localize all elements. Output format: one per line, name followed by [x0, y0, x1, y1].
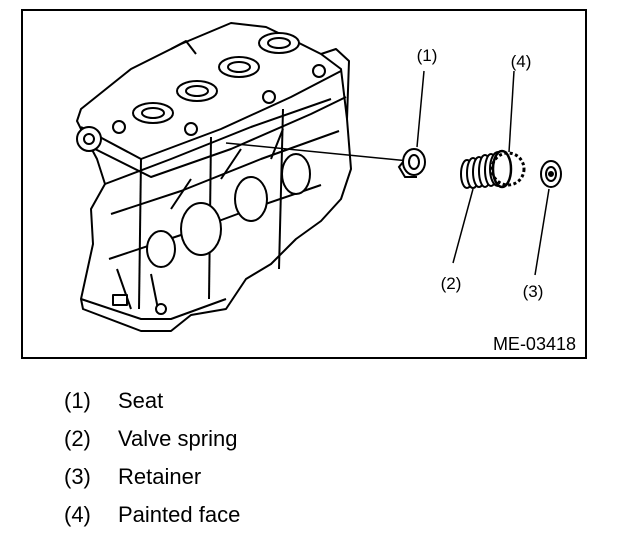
legend-item: (1) Seat — [64, 388, 240, 426]
leader-line-3 — [534, 188, 550, 276]
legend-number: (3) — [64, 464, 91, 489]
legend-item: (3) Retainer — [64, 464, 240, 502]
retainer-part — [540, 160, 562, 188]
legend-item: (2) Valve spring — [64, 426, 240, 464]
legend-item: (4) Painted face — [64, 502, 240, 540]
legend-label: Valve spring — [118, 426, 238, 451]
legend-label: Seat — [118, 388, 164, 413]
legend-number: (4) — [64, 502, 91, 527]
callout-label-3: (3) — [523, 282, 544, 301]
callout-label-1: (1) — [417, 46, 438, 65]
leader-line-valve-location — [225, 142, 410, 162]
cylinder-head-illustration — [76, 22, 352, 332]
leader-line-1 — [416, 70, 425, 148]
leader-line-2 — [452, 188, 474, 264]
painted-face-marker — [490, 151, 526, 187]
parts-legend: (1) Seat (2) Valve spring (3) Retainer (… — [64, 388, 240, 540]
legend-number: (1) — [64, 388, 91, 413]
leader-line-4 — [508, 70, 515, 153]
legend-label: Retainer — [118, 464, 202, 489]
callout-label-2: (2) — [441, 274, 462, 293]
legend-number: (2) — [64, 426, 91, 451]
diagram-figure: (1) (4) (2) (3) ME-03418 — [21, 9, 587, 359]
seat-part — [397, 148, 426, 178]
legend-label: Painted face — [118, 502, 241, 527]
callout-label-4: (4) — [511, 52, 532, 71]
figure-code: ME-03418 — [493, 334, 576, 354]
